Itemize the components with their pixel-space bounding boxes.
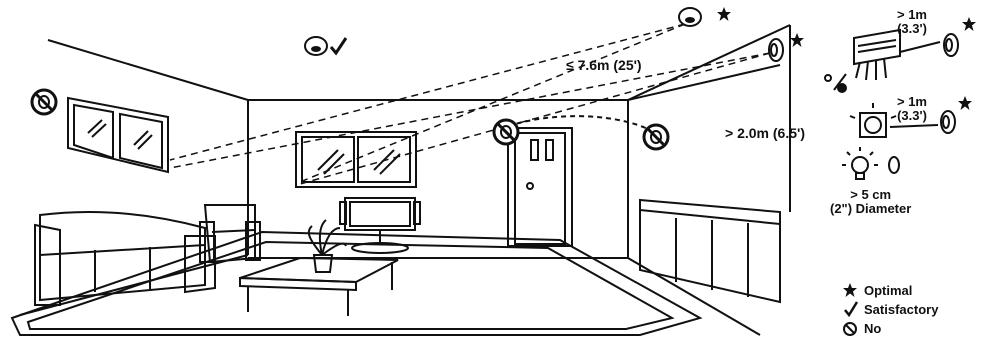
coffee-table <box>240 258 398 316</box>
wall-detector-optimal <box>769 39 783 61</box>
vent-distance-line1: > 1m <box>897 8 927 22</box>
lamp-distance-label: > 5 cm (2") Diameter <box>830 188 911 215</box>
star-icon <box>790 33 804 47</box>
fan-distance-label: > 1m (3.3') <box>897 95 927 122</box>
sight-lines <box>170 24 770 184</box>
legend-label-satisfactory: Satisfactory <box>864 302 938 317</box>
no-icon-wall <box>644 125 668 149</box>
cabinet <box>640 200 780 302</box>
star-icon <box>717 7 731 21</box>
max-distance-label: ≤ 7.6m (25') <box>566 58 642 73</box>
vent-illustration <box>825 30 940 92</box>
lamp-distance-line2: (2") Diameter <box>830 202 911 216</box>
legend-label-no: No <box>864 321 881 336</box>
star-icon <box>962 17 976 31</box>
ceiling-detector-satisfactory <box>305 37 327 55</box>
back-window <box>296 132 416 187</box>
star-icon <box>958 96 972 110</box>
legend-row-optimal: Optimal <box>842 281 938 300</box>
ceiling-detector-optimal <box>679 8 701 26</box>
plant <box>309 220 346 272</box>
legend: Optimal Satisfactory No <box>842 281 938 338</box>
fan-detector-optimal <box>941 111 955 133</box>
no-icon-door <box>494 120 518 144</box>
vent-distance-label: > 1m (3.3') <box>897 8 927 35</box>
legend-row-satisfactory: Satisfactory <box>842 300 938 319</box>
vent-detector-optimal <box>944 34 958 56</box>
legend-label-optimal: Optimal <box>864 283 912 298</box>
lamp-distance-line1: > 5 cm <box>830 188 911 202</box>
lamp-illustration <box>842 147 899 179</box>
check-icon <box>331 38 346 53</box>
legend-row-no: No <box>842 319 938 338</box>
fan-distance-line1: > 1m <box>897 95 927 109</box>
vent-distance-line2: (3.3') <box>897 22 927 36</box>
no-icon-corner <box>32 90 56 114</box>
fan-distance-line2: (3.3') <box>897 109 927 123</box>
left-window <box>68 98 168 172</box>
min-height-label: > 2.0m (6.5') <box>725 126 805 141</box>
